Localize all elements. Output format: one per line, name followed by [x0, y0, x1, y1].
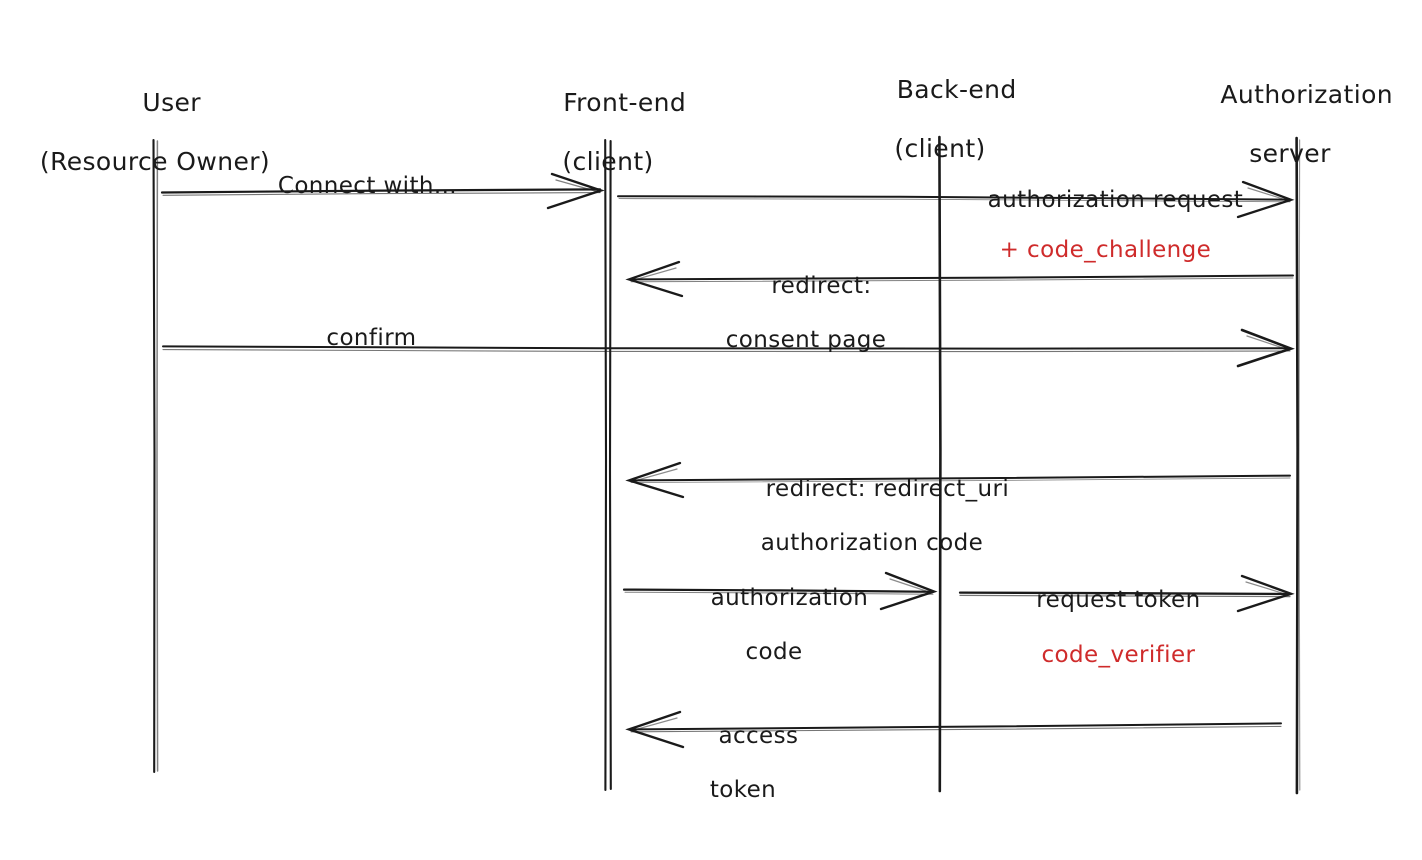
redirect-consent-line1: redirect: — [771, 273, 872, 300]
message-label-code-challenge: + code_challenge — [969, 210, 1211, 291]
access-token-line2: token — [709, 777, 777, 804]
actor-authsrv-line1: Authorization — [1220, 79, 1394, 109]
authorization-request-accent: + code_challenge — [999, 237, 1212, 264]
redirect-uri-line1: redirect: redirect_uri — [765, 476, 1010, 503]
message-label-redirect-consent-page: redirect: consent page — [726, 246, 887, 409]
message-label-authorization-request: authorization request — [957, 160, 1243, 241]
message-label-confirm: confirm — [296, 298, 417, 379]
request-token-line1: request token — [1036, 587, 1201, 614]
actor-label-authorization-server: Authorization server — [1187, 50, 1393, 227]
arrow-confirm — [162, 328, 1295, 368]
actor-label-frontend: Front-end (client) — [530, 58, 686, 235]
lifeline-authorization-server — [1295, 136, 1301, 795]
arrow-redirect-consent-page — [625, 260, 1294, 298]
lifeline-backend — [938, 135, 942, 793]
arrow-request-token — [958, 574, 1295, 613]
actor-label-user: User (Resource Owner) — [40, 58, 270, 235]
actor-label-backend: Back-end (client) — [863, 45, 1016, 222]
actor-user-line2: (Resource Owner) — [39, 146, 271, 176]
authorization-request-line1: authorization request — [987, 187, 1244, 214]
lifeline-user — [152, 138, 159, 774]
actor-authsrv-line2: server — [1249, 138, 1331, 168]
authorization-code-line2: code — [745, 639, 803, 666]
message-label-request-token: request token — [1005, 560, 1200, 641]
message-label-redirect-uri: redirect: redirect_uri authorization cod… — [735, 449, 1009, 612]
actor-user-line1: User — [142, 87, 201, 117]
message-label-code-verifier: code_verifier — [1011, 615, 1196, 696]
message-label-access-token: access token — [688, 696, 799, 859]
redirect-uri-line2: authorization code — [760, 530, 984, 557]
message-label-authorization-code: authorization code — [680, 558, 868, 721]
connect-with-line1: Connect with... — [277, 173, 457, 200]
arrow-authorization-request — [617, 180, 1295, 219]
authorization-code-line1: authorization — [710, 585, 869, 612]
access-token-line1: access — [718, 723, 799, 750]
message-label-connect-with: Connect with... — [247, 146, 457, 227]
arrow-access-token — [625, 710, 1282, 749]
actor-backend-line1: Back-end — [896, 74, 1017, 104]
arrow-connect-with — [160, 172, 605, 210]
redirect-consent-line2: consent page — [725, 327, 887, 354]
confirm-line1: confirm — [326, 325, 417, 352]
actor-backend-line2: (client) — [894, 133, 986, 163]
request-token-accent: code_verifier — [1041, 642, 1196, 669]
actor-frontend-line1: Front-end — [563, 87, 687, 117]
arrow-authorization-code — [622, 571, 938, 611]
lifeline-frontend — [604, 138, 612, 792]
actor-frontend-line2: (client) — [562, 146, 654, 176]
arrow-redirect-uri — [625, 461, 1291, 499]
